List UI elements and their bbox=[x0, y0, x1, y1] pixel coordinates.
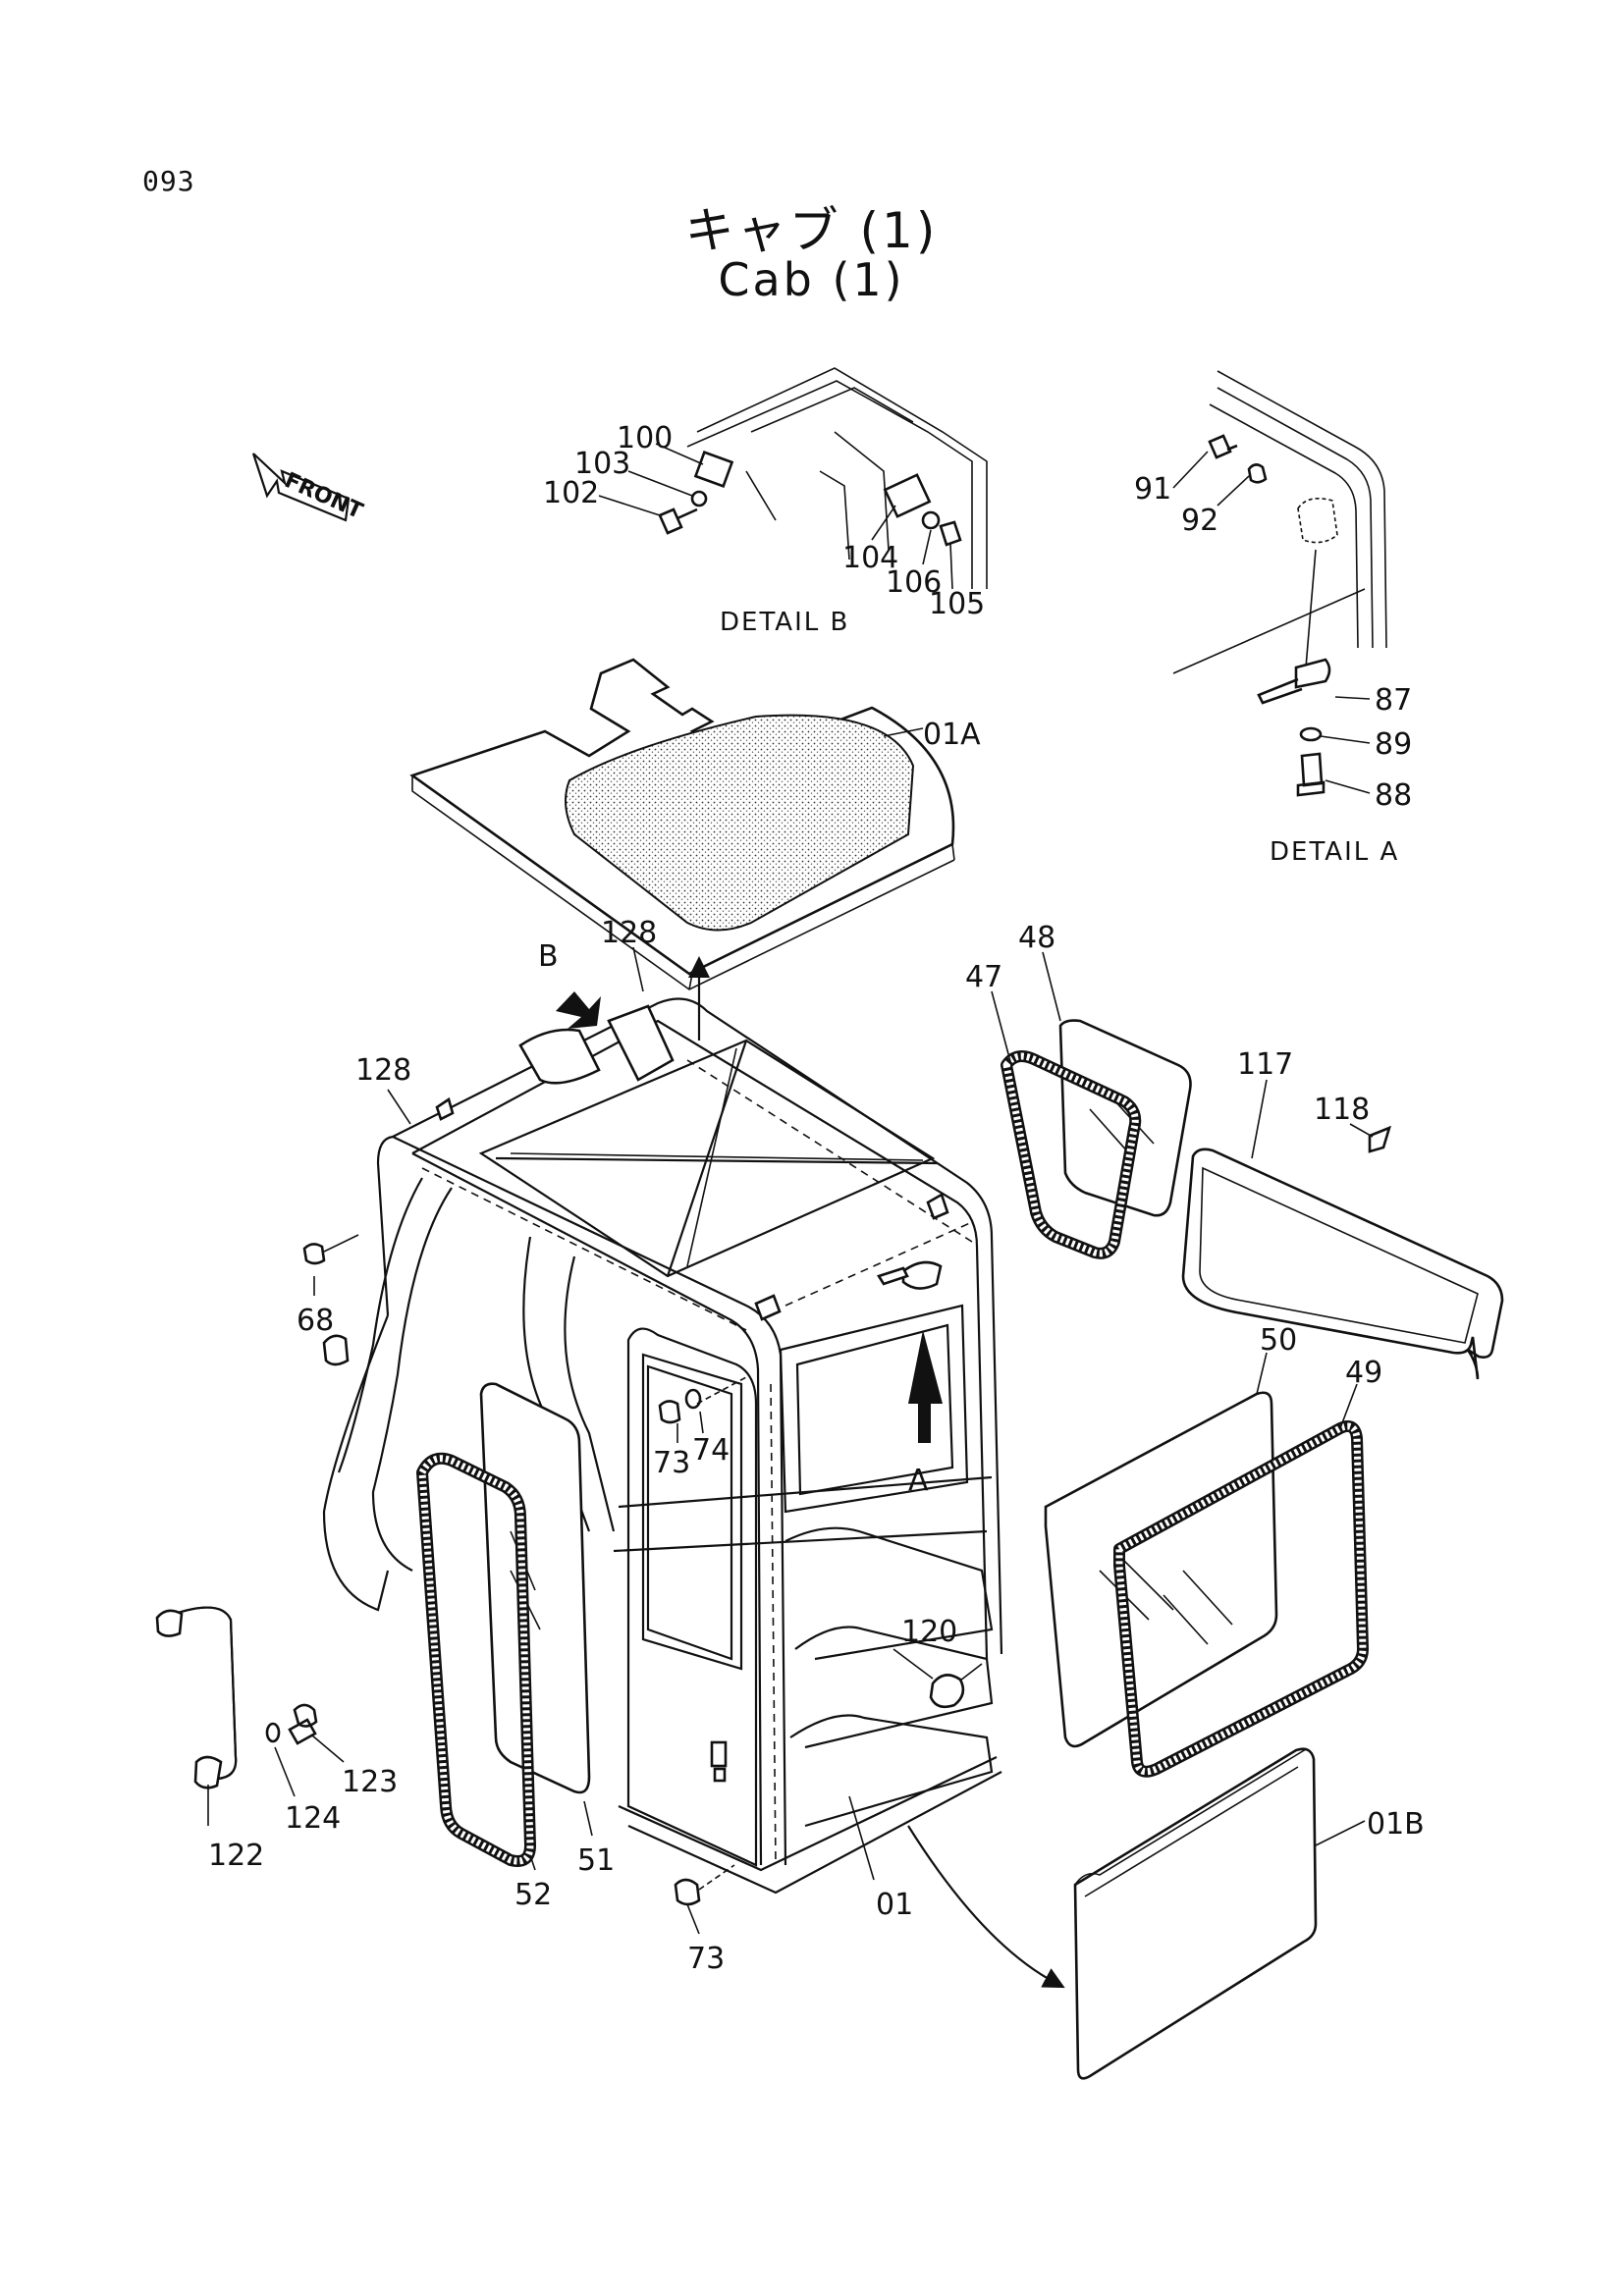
callout-118: 118 bbox=[1314, 1093, 1370, 1127]
callout-01a: 01A bbox=[923, 718, 981, 752]
callout-120: 120 bbox=[901, 1615, 957, 1649]
washer-106 bbox=[921, 510, 941, 530]
callout-51: 51 bbox=[577, 1843, 615, 1878]
bracket-104 bbox=[883, 473, 932, 518]
callout-92: 92 bbox=[1181, 504, 1218, 538]
callout-122: 122 bbox=[208, 1839, 264, 1873]
callout-48: 48 bbox=[1018, 921, 1055, 955]
clip-118 bbox=[1368, 1125, 1392, 1153]
bolt-123 bbox=[288, 1703, 318, 1745]
detail-a-caption: DETAIL A bbox=[1270, 837, 1399, 867]
washer-74 bbox=[684, 1388, 702, 1410]
callout-74: 74 bbox=[692, 1433, 730, 1468]
callout-88: 88 bbox=[1375, 778, 1412, 813]
callout-50: 50 bbox=[1260, 1323, 1297, 1358]
bolt-68 bbox=[302, 1243, 326, 1265]
bolt-88 bbox=[1296, 752, 1325, 797]
knob-120 bbox=[929, 1674, 965, 1709]
page-title-japanese: キャブ (1) bbox=[684, 202, 939, 259]
view-label-b: B bbox=[538, 939, 559, 974]
bolt-73-upper bbox=[658, 1400, 681, 1424]
detail-b-group: 100 103 102 104 106 105 DETAIL B bbox=[543, 367, 988, 637]
glass-48 bbox=[1058, 1019, 1192, 1217]
callout-123: 123 bbox=[342, 1765, 398, 1799]
front-label: FRONT bbox=[281, 468, 366, 524]
bolt-73-lower bbox=[674, 1878, 701, 1906]
callout-91: 91 bbox=[1134, 472, 1171, 507]
bolt-91 bbox=[1208, 434, 1238, 459]
callout-104: 104 bbox=[842, 541, 898, 575]
bolt-105 bbox=[939, 520, 962, 547]
glass-117 bbox=[1181, 1148, 1504, 1380]
callout-117: 117 bbox=[1237, 1047, 1293, 1082]
callout-102: 102 bbox=[543, 476, 599, 510]
callout-73-upper: 73 bbox=[653, 1446, 690, 1480]
callout-49: 49 bbox=[1345, 1356, 1382, 1390]
latch-87 bbox=[1257, 658, 1331, 705]
floor-mat-arrow-icon bbox=[907, 1825, 1065, 1989]
bracket-100 bbox=[693, 450, 734, 489]
callout-47: 47 bbox=[965, 960, 1002, 994]
washer-89 bbox=[1299, 726, 1323, 742]
glass-51 bbox=[479, 1382, 591, 1794]
detail-b-caption: DETAIL B bbox=[720, 608, 849, 637]
nut-92 bbox=[1247, 463, 1268, 484]
callout-124: 124 bbox=[285, 1801, 341, 1836]
callout-68: 68 bbox=[297, 1304, 334, 1338]
handrail-122 bbox=[171, 1606, 238, 1781]
detail-a-group: 91 92 87 89 88 DETAIL A bbox=[1134, 370, 1412, 867]
page-number: 093 bbox=[142, 165, 195, 197]
callout-128-left: 128 bbox=[355, 1053, 411, 1088]
front-arrow-icon: FRONT bbox=[251, 453, 366, 524]
glass-50 bbox=[1044, 1391, 1278, 1748]
view-arrow-b: B bbox=[538, 939, 601, 1029]
washer-124 bbox=[265, 1722, 281, 1743]
page-title-english: Cab (1) bbox=[718, 253, 905, 306]
roof-mat-01a: 01A bbox=[409, 658, 981, 990]
callout-89: 89 bbox=[1375, 727, 1412, 762]
callout-128-top: 128 bbox=[601, 916, 657, 950]
callout-73-lower: 73 bbox=[687, 1942, 725, 1976]
callout-52: 52 bbox=[514, 1878, 552, 1912]
view-label-a: A bbox=[908, 1464, 929, 1498]
floor-mat-01b: 01B bbox=[1073, 1747, 1425, 2080]
bolt-102 bbox=[658, 507, 698, 535]
callout-87: 87 bbox=[1375, 683, 1412, 718]
callout-100: 100 bbox=[617, 421, 673, 455]
callout-01: 01 bbox=[876, 1888, 913, 1922]
callout-105: 105 bbox=[929, 587, 985, 621]
view-arrow-a: A bbox=[908, 1330, 943, 1498]
cab-frame-01 bbox=[322, 997, 1003, 1895]
callout-103: 103 bbox=[574, 447, 630, 481]
callout-01b: 01B bbox=[1367, 1807, 1425, 1842]
callout-106: 106 bbox=[886, 565, 942, 600]
washer-103 bbox=[690, 490, 708, 507]
